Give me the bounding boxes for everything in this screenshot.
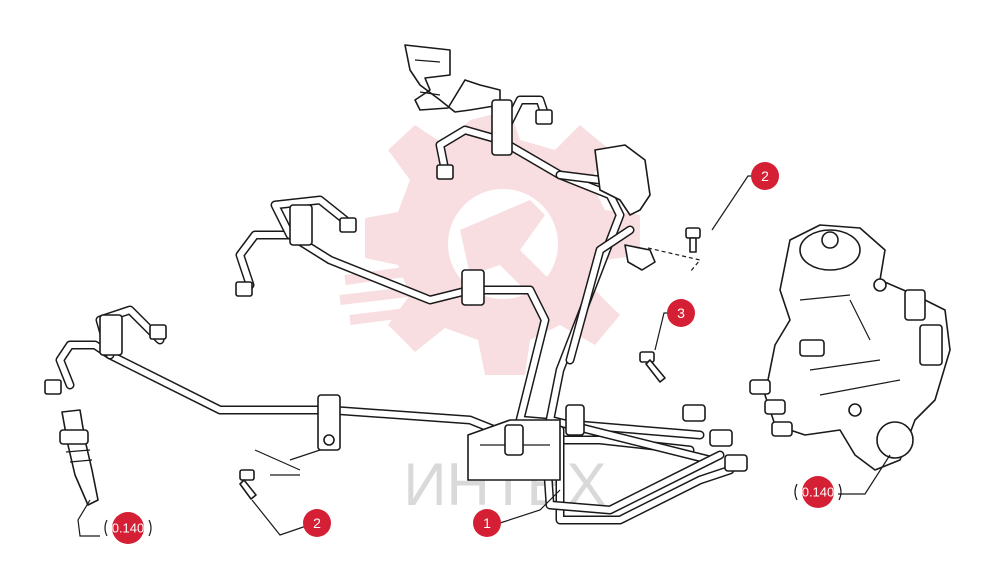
svg-text:2: 2 xyxy=(313,515,321,531)
reference-left[interactable]: 0.140 xyxy=(104,512,152,544)
callout-3[interactable]: 3 xyxy=(667,299,695,327)
reference-right[interactable]: 0.140 xyxy=(794,476,842,508)
callout-1[interactable]: 1 xyxy=(473,509,501,537)
bolt-upper-right xyxy=(685,227,701,253)
upper-bracket xyxy=(404,44,501,113)
injection-pump xyxy=(749,224,951,471)
svg-text:3: 3 xyxy=(677,305,685,321)
svg-text:1: 1 xyxy=(483,515,491,531)
svg-text:2: 2 xyxy=(761,168,769,184)
injector xyxy=(59,409,99,506)
callout-2-bottom[interactable]: 2 xyxy=(303,509,331,537)
leader-1 xyxy=(499,489,561,524)
bolt-lower-left xyxy=(239,469,257,500)
svg-text:0.140: 0.140 xyxy=(112,521,145,536)
svg-text:0.140: 0.140 xyxy=(802,485,835,500)
pipe-nuts xyxy=(44,109,748,472)
leader-clamp xyxy=(254,449,321,476)
leader-ref-right xyxy=(838,454,891,495)
right-bracket xyxy=(594,144,702,273)
bolt-middle xyxy=(639,351,666,383)
leader-ref-left xyxy=(77,499,100,537)
injection-pipe-middle xyxy=(235,195,705,440)
callout-2-top[interactable]: 2 xyxy=(751,162,779,190)
pipe-clamps xyxy=(99,99,585,456)
leader-2b xyxy=(251,499,316,536)
